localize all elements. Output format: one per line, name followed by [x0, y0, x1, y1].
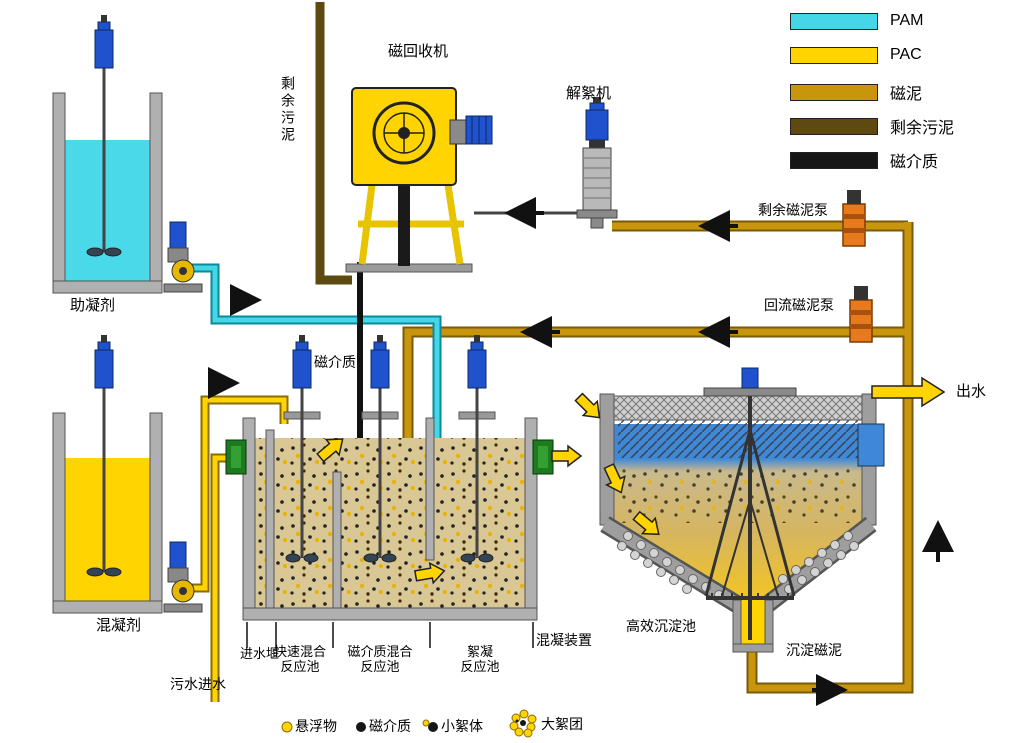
label-coagulant-aid-tank: 助凝剂: [70, 297, 116, 314]
magnetic-media-dot: [356, 722, 366, 732]
sewage-inlet-pipe: [210, 453, 232, 702]
flow-arrows-black: [208, 197, 954, 706]
gravel-right: [778, 531, 859, 594]
label-surplus-sludge-pipe: 剩余污泥: [280, 76, 296, 144]
effluent-channel: [857, 423, 885, 467]
coagulant-aid-tank: [52, 15, 163, 294]
label-sedimentation-tank: 高效沉淀池: [626, 618, 696, 634]
dosing-pump-1: [163, 221, 203, 293]
chamber-divider: [425, 417, 435, 561]
inlet-weir-wall: [265, 429, 275, 609]
legend-row-magnetic-media: 磁介质: [790, 148, 938, 172]
label-coagulation-unit: 混凝装置: [536, 632, 592, 648]
label-magnetic-recovery-machine: 磁回收机: [388, 43, 449, 60]
legend-row-surplus-sludge: 剩余污泥: [790, 114, 954, 138]
lamella-settlers: [618, 420, 858, 458]
flow-arrow-yellow: [551, 445, 582, 467]
legend-swatch-surplus-sludge: [790, 117, 878, 135]
deflocculator: [576, 97, 618, 229]
scraper-mechanism: [703, 367, 797, 640]
mixing-tank-contents: [255, 438, 525, 608]
label-return-sludge-pump: 回流磁泥泵: [764, 297, 834, 313]
legend-label-magnetic-sludge: 磁泥: [890, 86, 923, 103]
label-rapid-mix-chamber: 快速混合 反应池: [273, 644, 326, 674]
magnetic-recovery-machine: [345, 87, 493, 273]
coagulant-tank: [52, 335, 163, 614]
legend-label-pac: PAC: [890, 46, 922, 63]
surplus-sludge-pipe: [315, 2, 352, 285]
label-outflow: 出水: [956, 383, 987, 400]
scraper-drive-motor: [741, 367, 759, 389]
legend-row-pam: PAM: [790, 12, 923, 30]
inlet-flange: [225, 439, 247, 475]
label-deflocculator: 解絮机: [566, 85, 612, 102]
chamber-divider: [332, 471, 342, 609]
mixing-tank: [225, 417, 554, 621]
tank-mixer: [458, 335, 496, 563]
bottom-legend-large-floc: 大絮团: [541, 716, 583, 732]
legend-label-surplus-sludge: 剩余污泥: [890, 120, 955, 137]
label-inlet-weir: 进水堰: [240, 646, 280, 661]
pam-pipe: [192, 263, 442, 552]
mixer-motor: [94, 349, 114, 389]
legend-swatch-magnetic-sludge: [790, 83, 878, 101]
legend-swatch-magnetic-media: [790, 151, 878, 169]
sedimentation-tank: [599, 367, 885, 653]
label-surplus-sludge-pump: 剩余磁泥泵: [758, 202, 828, 218]
return-sludge-pump: [849, 286, 873, 343]
deflocculator-motor: [585, 109, 609, 141]
sludge-pit: [732, 598, 774, 653]
label-settled-sludge: 沉淀磁泥: [786, 642, 842, 658]
bottom-legend-magnetic-media: 磁介质: [369, 718, 411, 734]
large-floc-cluster: [509, 709, 537, 738]
chamber-ticks: [246, 622, 534, 648]
surplus-sludge-pump: [842, 190, 866, 247]
mixer-motor: [94, 29, 114, 69]
legend-label-pam: PAM: [890, 12, 924, 29]
legend-label-magnetic-media: 磁介质: [890, 154, 939, 171]
bottom-legend-suspended-solids: 悬浮物: [295, 718, 337, 734]
label-coagulant-tank: 混凝剂: [96, 617, 142, 634]
tank-mixer: [283, 335, 321, 563]
outflow-arrow: [871, 376, 946, 408]
legend-row-magnetic-sludge: 磁泥: [790, 80, 922, 104]
pac-pipe: [192, 395, 289, 593]
label-flocculation-chamber: 絮凝 反应池: [460, 644, 500, 674]
legend-swatch-pam: [790, 12, 878, 30]
small-floc-dot: [422, 719, 438, 732]
dosing-pump-2: [163, 541, 203, 613]
legend-row-pac: PAC: [790, 46, 922, 64]
legend-swatch-pac: [790, 46, 878, 64]
tank-mixer: [361, 335, 399, 563]
label-magnetic-media-pipe: 磁介质: [314, 354, 356, 370]
bottom-legend-small-floc: 小絮体: [441, 718, 483, 734]
label-sewage-inflow: 污水进水: [170, 676, 226, 692]
outlet-flange: [532, 439, 554, 475]
suspended-solids-dot: [281, 721, 293, 733]
label-media-mix-chamber: 磁介质混合 反应池: [347, 644, 413, 674]
